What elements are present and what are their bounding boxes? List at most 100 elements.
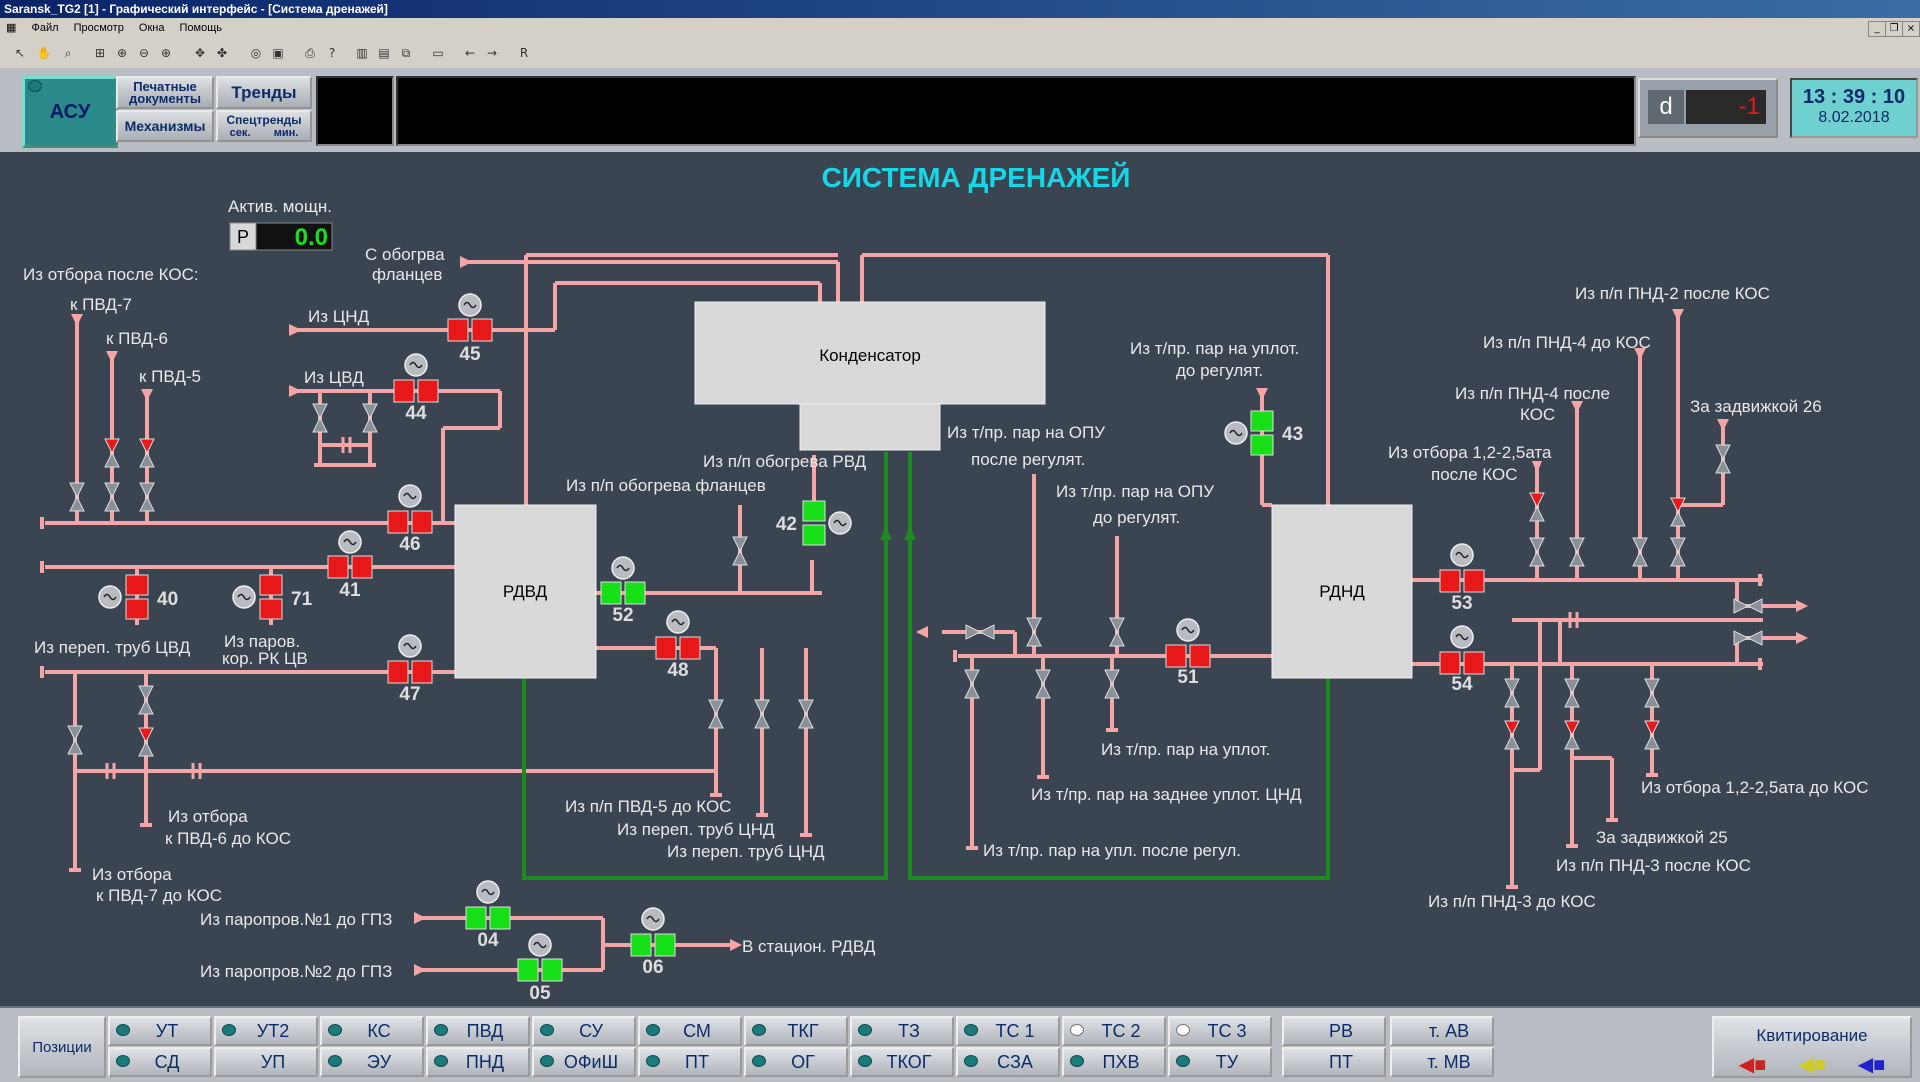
nav-row2-1[interactable]: УП	[214, 1047, 318, 1077]
back-icon[interactable]: ←	[464, 46, 476, 60]
valve-54[interactable]: 54	[1439, 625, 1485, 695]
valve-53[interactable]: 53	[1439, 543, 1485, 614]
spectrends-button[interactable]: Спецтренды сек. мин.	[216, 110, 312, 142]
minimize-icon[interactable]: _	[1868, 21, 1886, 37]
label-otbora12-do: Из отбора 1,2-2,5ата до КОС	[1641, 778, 1869, 797]
label-iz-paroprov1: Из паропров.№1 до ГПЗ	[200, 910, 392, 929]
zoom-11-icon[interactable]: ⊞	[94, 46, 106, 60]
nav-row1-5[interactable]: СМ	[638, 1016, 742, 1046]
nav-row1-10[interactable]: ТС 3	[1168, 1016, 1272, 1046]
label-kor-rk: кор. РК ЦВ	[222, 649, 308, 668]
monitor-icon[interactable]: ▭	[432, 46, 444, 60]
zoom-icon[interactable]: ⌕	[64, 46, 72, 60]
nav-row1-0[interactable]: УТ	[108, 1016, 212, 1046]
label-flancev: фланцев	[372, 265, 442, 284]
nav-row1-11[interactable]: РВ	[1282, 1016, 1386, 1046]
kvitirovanie-panel[interactable]: Квитирование ◀■ ◀■ ◀■	[1712, 1016, 1912, 1078]
menu-windows[interactable]: Окна	[138, 22, 165, 34]
pipe-arrows	[71, 256, 1808, 976]
nav-row2-8[interactable]: СЗА	[956, 1047, 1060, 1077]
valve-04[interactable]: 04	[465, 880, 511, 951]
nav-row1-9[interactable]: ТС 2	[1062, 1016, 1166, 1046]
nav-row1-3[interactable]: ПВД	[426, 1016, 530, 1046]
nav-led	[752, 1055, 766, 1067]
valve-05[interactable]: 05	[517, 933, 563, 1004]
nav-row1-1[interactable]: УТ2	[214, 1016, 318, 1046]
scada-canvas: СИСТЕМА ДРЕНАЖЕЙ Актив. мощн. P 0.0	[0, 152, 1920, 1006]
nav-row1-2[interactable]: КС	[320, 1016, 424, 1046]
clock-time: 13 : 39 : 10	[1802, 86, 1906, 108]
alarm-red-icon[interactable]: ◀■	[1738, 1054, 1767, 1076]
zoom-fit-icon[interactable]: ⊕	[116, 46, 128, 60]
valve-45-label: 45	[459, 344, 481, 365]
nav-row1-8[interactable]: ТС 1	[956, 1016, 1060, 1046]
help-icon[interactable]: ?	[328, 46, 336, 60]
label-opu-after1: Из т/пр. пар на ОПУ	[947, 423, 1105, 442]
alarm-blue-icon[interactable]: ◀■	[1857, 1054, 1886, 1076]
r-icon[interactable]: R	[519, 46, 529, 60]
spectrends-sec[interactable]: сек.	[229, 127, 251, 139]
binoculars-icon[interactable]: ◎	[250, 46, 262, 60]
mechanisms-button[interactable]: Механизмы	[116, 110, 214, 142]
valve-41[interactable]: 41	[327, 530, 373, 601]
nav-label: ЭУ	[366, 1051, 392, 1072]
nav-row2-3[interactable]: ПНД	[426, 1047, 530, 1077]
nav-row2-11[interactable]: ПТ	[1282, 1047, 1386, 1077]
windows-icon[interactable]: ⧉	[401, 46, 411, 60]
valve-06[interactable]: 06	[630, 907, 676, 978]
valve-51[interactable]: 51	[1165, 618, 1211, 688]
nav-row2-10[interactable]: ТУ	[1168, 1047, 1272, 1077]
nav-row1-7[interactable]: ТЗ	[850, 1016, 954, 1046]
valve-47[interactable]: 47	[387, 634, 433, 705]
valve-42[interactable]: 42	[776, 500, 852, 546]
nav-label: ПТ	[1329, 1051, 1353, 1072]
valve-46[interactable]: 46	[387, 484, 433, 555]
menu-file[interactable]: Файл	[31, 22, 59, 34]
nav-row2-9[interactable]: ПХВ	[1062, 1047, 1166, 1077]
save-icon[interactable]: ▣	[272, 46, 284, 60]
zoom-out-icon[interactable]: ⊖	[138, 46, 150, 60]
layout-b-icon[interactable]: ▤	[378, 46, 390, 60]
menu-help[interactable]: Помощь	[179, 22, 223, 34]
valve-40[interactable]: 40	[98, 574, 178, 620]
valve-45[interactable]: 45	[447, 293, 493, 365]
nav-row2-2[interactable]: ЭУ	[320, 1047, 424, 1077]
valve-52[interactable]: 52	[600, 556, 646, 626]
valve-42-label: 42	[776, 514, 797, 535]
pozicii-button[interactable]: Позиции	[18, 1016, 106, 1078]
trends-button[interactable]: Тренды	[216, 76, 312, 109]
valve-44[interactable]: 44	[393, 353, 439, 424]
menu-view[interactable]: Просмотр	[73, 22, 124, 34]
nav-label: ТС 2	[1101, 1020, 1141, 1041]
clock: 13 : 39 : 10 8.02.2018	[1790, 78, 1918, 138]
tool-b-icon[interactable]: ✤	[216, 46, 228, 60]
valve-48[interactable]: 48	[655, 610, 701, 681]
spectrends-min[interactable]: мин.	[273, 127, 299, 139]
nav-label: ТС 1	[995, 1020, 1035, 1041]
forward-icon[interactable]: →	[486, 46, 498, 60]
valve-71[interactable]: 71	[232, 574, 313, 620]
restore-icon[interactable]: ❐	[1885, 21, 1903, 37]
nav-row1-12[interactable]: т. АВ	[1390, 1016, 1494, 1046]
nav-row2-7[interactable]: ТКОГ	[850, 1047, 954, 1077]
pointer-icon[interactable]: ↖	[14, 46, 26, 60]
label-iz-cvd: Из ЦВД	[304, 368, 364, 387]
nav-row2-0[interactable]: СД	[108, 1047, 212, 1077]
hand-icon[interactable]: ✋	[36, 46, 52, 60]
tool-a-icon[interactable]: ✥	[194, 46, 206, 60]
zoom-in-icon[interactable]: ⊕	[160, 46, 172, 60]
layout-a-icon[interactable]: ▥	[356, 46, 368, 60]
nav-row1-4[interactable]: СУ	[532, 1016, 636, 1046]
nav-row2-5[interactable]: ПТ	[638, 1047, 742, 1077]
app-menu-icon[interactable]: ▦	[6, 22, 17, 34]
nav-row2-12[interactable]: т. МВ	[1390, 1047, 1494, 1077]
nav-row2-6[interactable]: ОГ	[744, 1047, 848, 1077]
nav-row2-4[interactable]: ОФиШ	[532, 1047, 636, 1077]
alarm-yellow-icon[interactable]: ◀■	[1798, 1054, 1826, 1076]
close-icon[interactable]: ×	[1902, 21, 1920, 37]
nav-row1-6[interactable]: ТКГ	[744, 1016, 848, 1046]
nav-label: ТУ	[1215, 1051, 1239, 1072]
print-icon[interactable]: ⎙	[305, 46, 315, 60]
valve-43[interactable]: 43	[1224, 410, 1303, 456]
